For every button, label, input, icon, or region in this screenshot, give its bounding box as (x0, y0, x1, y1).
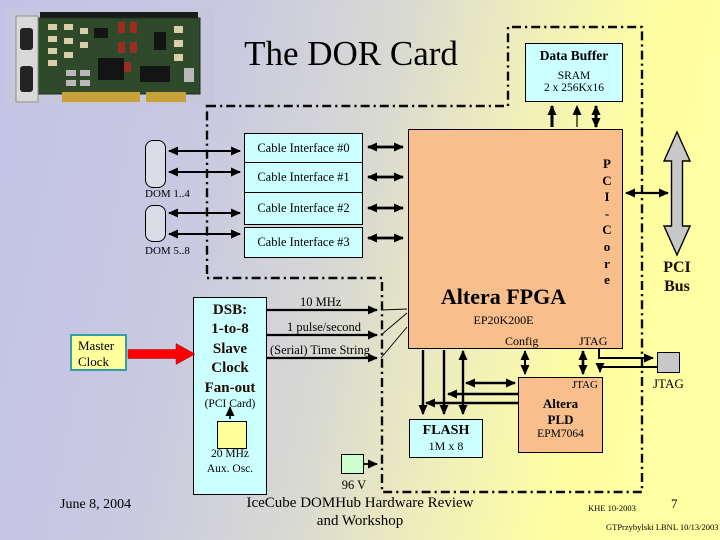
dsb-line-2: 1-to-8 (211, 321, 249, 338)
cable-interface-1: Cable Interface #1 (244, 162, 363, 193)
dor-card-photo (6, 8, 214, 105)
pci-core-letter: - (604, 205, 610, 221)
footer-date: June 8, 2004 (60, 497, 132, 512)
dsb-line-3: Slave (212, 340, 248, 357)
osc-box (217, 421, 247, 449)
footer-event-line1: IceCube DOMHub Hardware Review (246, 495, 474, 511)
pcb-photo-graphic (6, 8, 214, 105)
signal-fpga-joins (380, 308, 408, 359)
pld-box: JTAG Altera PLD EPM7064 (518, 377, 603, 453)
master-clock-line2: Clock (78, 354, 110, 369)
pci-bus-word2: Bus (664, 278, 690, 295)
fpga-box: Altera FPGA EP20K200E Config JTAG (408, 129, 623, 349)
signal-10mhz-label: 10 MHz (300, 295, 342, 309)
dsb-sub-label: (PCI Card) (204, 398, 256, 411)
osc-freq-label: 20 MHz (210, 448, 249, 460)
cable-interface-3: Cable Interface #3 (244, 227, 363, 258)
footer-ref: KHE 10-2003 (588, 503, 636, 513)
cable-fpga-arrows (367, 142, 404, 243)
flash-name: FLASH (422, 423, 470, 438)
pld-jtag-label: JTAG (571, 379, 598, 391)
cable-interface-0: Cable Interface #0 (244, 133, 363, 163)
pci-core-letter: C (602, 172, 612, 188)
dom-connector-1-4 (145, 140, 166, 188)
pld-part: EPM7064 (537, 428, 584, 440)
cable-interface-3-label: Cable Interface #3 (257, 235, 350, 249)
cable-interface-0-label: Cable Interface #0 (257, 140, 350, 155)
jtag-connector-box (657, 352, 680, 373)
pci-core-letter: C (602, 222, 612, 238)
pci-core-label: P C I - C o r e (598, 156, 616, 289)
fpga-flash-pld-arrows (418, 350, 518, 415)
pci-core-letter: o (603, 238, 611, 254)
pld-name-2: PLD (547, 412, 574, 427)
dsb-line-5: Fan-out (204, 379, 256, 396)
pci-core-letter: r (604, 255, 610, 271)
pci-bus-word1: PCI (663, 259, 691, 276)
flash-box: FLASH 1M x 8 (409, 419, 483, 458)
data-buffer-box: Data Buffer SRAM 2 x 256Kx16 (525, 43, 623, 102)
footer-credit: GTPrzybylski LBNL 10/13/2003 (606, 522, 719, 532)
data-buffer-size: 2 x 256Kx16 (543, 82, 605, 94)
pci-bus-block-arrow (662, 130, 692, 257)
dsb-line-4: Clock (211, 360, 249, 377)
dsb-line-1: DSB: (212, 302, 248, 318)
osc-name-label: Aux. Osc. (206, 463, 254, 475)
fpga-jtag-label: JTAG (579, 334, 608, 348)
power-box (341, 454, 364, 474)
dom-group-2-label: DOM 5..8 (145, 245, 190, 257)
jtag-connector-label: JTAG (653, 376, 684, 391)
data-buffer-title: Data Buffer (539, 48, 609, 63)
jtag-connector-arrows (595, 349, 657, 373)
footer-event-line2: and Workshop (316, 513, 404, 529)
footer-page-number: 7 (671, 496, 678, 511)
pci-bus-label: PCI Bus (647, 258, 707, 296)
dom-connector-5-8 (145, 205, 166, 242)
dom-group-1-label: DOM 1..4 (145, 188, 190, 200)
signal-pps-label: 1 pulse/second (287, 320, 361, 334)
buffer-fpga-arrows (547, 105, 601, 128)
page-title: The DOR Card (244, 34, 458, 73)
master-clock-arrow (127, 343, 196, 365)
pci-core-letter: I (604, 189, 610, 205)
signal-timestring-label: (Serial) Time String (270, 343, 371, 357)
dsb-box: DSB: 1-to-8 Slave Clock Fan-out (PCI Car… (193, 297, 267, 495)
fpga-name: Altera FPGA (440, 284, 567, 309)
data-buffer-sram: SRAM (557, 70, 591, 82)
pci-core-letter: e (604, 272, 610, 288)
cable-interface-2-label: Cable Interface #2 (257, 201, 350, 215)
fpga-part: EP20K200E (473, 313, 534, 327)
power-label: 96 V (341, 478, 367, 492)
master-clock-line1: Master (78, 338, 115, 353)
pci-core-letter: P (603, 156, 611, 171)
cable-interface-2: Cable Interface #2 (244, 192, 363, 225)
pld-name-1: Altera (542, 396, 579, 411)
master-clock-box: Master Clock (70, 334, 127, 371)
fpga-config-label: Config (505, 334, 539, 348)
flash-size: 1M x 8 (428, 439, 464, 453)
cable-interface-1-label: Cable Interface #1 (257, 170, 350, 184)
